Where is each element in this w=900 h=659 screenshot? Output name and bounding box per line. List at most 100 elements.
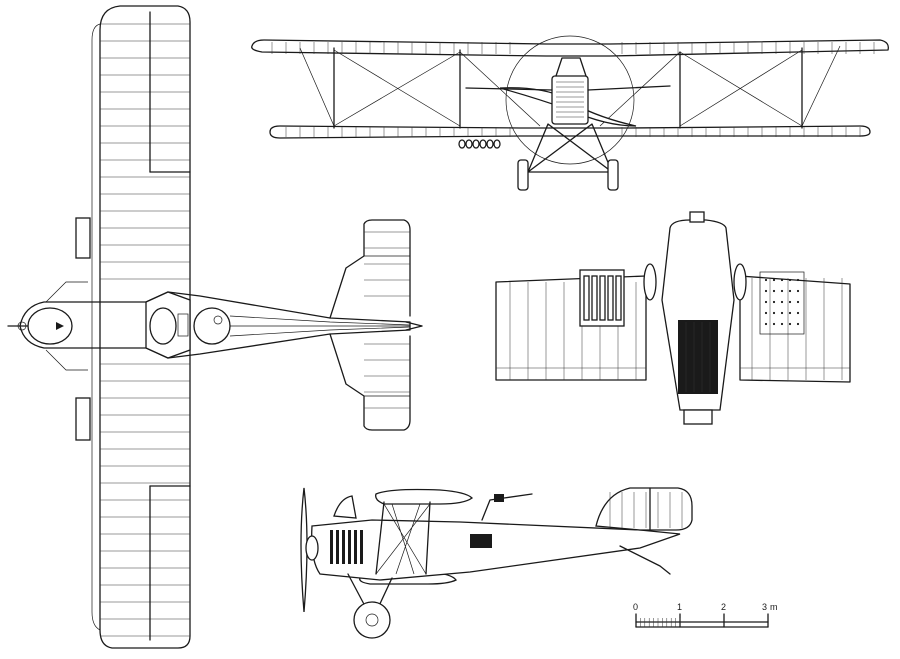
side-view-pilot-headrest [333,495,357,519]
top-view-strut-pad-upper [75,217,91,259]
underside-view-bomb [615,275,622,321]
front-view-upper-wing [251,39,889,57]
underside-view-rivet [772,311,776,315]
front-view-wheel-right [607,159,619,191]
underside-view-rivet [788,311,792,315]
top-view-gun-mount [213,315,223,325]
underside-view-rivet [788,300,792,304]
underside-view-panel-dots [764,278,800,326]
front-view-bomb [465,139,473,149]
front-view-bomb [493,139,501,149]
underside-view-rivet [780,311,784,315]
top-view-tail-tip-lower [405,325,423,331]
underside-view-rivet [780,322,784,326]
top-view-lower-wing [91,23,101,631]
underside-view-rivet [780,289,784,293]
underside-view-wheel-right [733,263,747,301]
underside-view-rivet [796,300,800,304]
front-view-radiator-grill [556,81,584,118]
side-view-gun-breech [494,494,504,502]
top-view-longeron-bottom [229,326,411,337]
side-view-engine-louvres [330,530,363,564]
side-view-louvre [360,530,363,564]
underside-view-rivet [796,311,800,315]
underside-view-rivet [764,289,768,293]
underside-view-rivet [780,278,784,282]
scale-bar-label-1: 1 [677,602,682,612]
front-view-undercarriage [527,123,613,173]
scale-bar-subdivisions [640,618,681,627]
side-view-window [470,534,492,548]
scale-bar: 0 1 2 3 m [633,602,778,628]
top-view-longeron-top [229,315,411,326]
side-view-undercarriage [347,573,393,609]
scale-bar-label-0: 0 [633,602,638,612]
scale-bar-label-2: 2 [721,602,726,612]
side-view-spinner [305,535,319,561]
underside-view-bay-doors [685,322,711,392]
underside-view-panel-right [759,271,805,335]
side-view-louvre [354,530,357,564]
top-view-strut-pad-lower [75,397,91,441]
underside-view-rivet [772,300,776,304]
side-view [300,487,693,639]
underside-view [495,211,851,425]
underside-view-rivet [772,289,776,293]
underside-view-rivet [764,311,768,315]
top-view-tail-ribs [364,231,410,409]
front-view-bomb [486,139,494,149]
front-view-wheel-left [517,159,529,191]
underside-view-rivet [796,278,800,282]
top-view-pilot-cockpit [149,307,177,345]
scale-bar-label-3: 3 [762,602,767,612]
front-view [251,35,889,191]
underside-view-rivet [772,322,776,326]
underside-view-bomb [607,275,614,321]
top-view-wing-ribs [100,23,190,637]
side-view-wheel [353,601,391,639]
front-view-bomb [472,139,480,149]
side-view-louvre [342,530,345,564]
side-view-tail-skid [619,545,671,575]
front-view-propeller-disc [505,35,635,165]
underside-view-nose [689,211,705,223]
front-view-bomb [458,139,466,149]
side-view-fin-ribs [609,492,683,528]
underside-view-wheel-left [643,263,657,301]
underside-view-rivet [796,322,800,326]
underside-view-rivet [788,278,792,282]
side-view-wheel-hub [365,613,379,627]
underside-view-rivet [788,289,792,293]
top-view-tailplane [329,219,411,431]
top-view-strut-right [45,349,88,371]
front-view-bomb [479,139,487,149]
underside-view-bomb [583,275,590,321]
side-view-propeller [300,487,308,613]
side-view-louvre [348,530,351,564]
top-view-spinner [17,321,27,331]
front-view-wing-ribs [271,42,875,137]
side-view-tail-fin [595,487,693,531]
underside-view-rivet [772,278,776,282]
underside-view-rivet [796,289,800,293]
front-view-lower-wing [269,125,871,139]
underside-view-bombs [583,275,622,321]
top-view-strut-left [45,281,88,303]
front-view-exhaust-left [465,87,553,91]
side-view-upper-wing [375,488,473,505]
top-view-engine-cowling [27,307,73,345]
side-view-struts [375,501,431,575]
underside-view-rivet [764,278,768,282]
top-view-tail-tip-upper [405,321,423,327]
underside-view-bomb [599,275,606,321]
front-view-bomb-rack [458,139,501,149]
side-view-louvre [330,530,333,564]
underside-view-bomb [591,275,598,321]
front-view-exhaust-right [587,85,671,91]
scale-bar-unit: m [770,602,778,612]
underside-view-tail-stub [683,409,713,425]
side-view-bracing-wires [375,503,431,575]
top-view-cockpit-panel [177,313,189,337]
top-view-nose-mark [56,322,64,330]
